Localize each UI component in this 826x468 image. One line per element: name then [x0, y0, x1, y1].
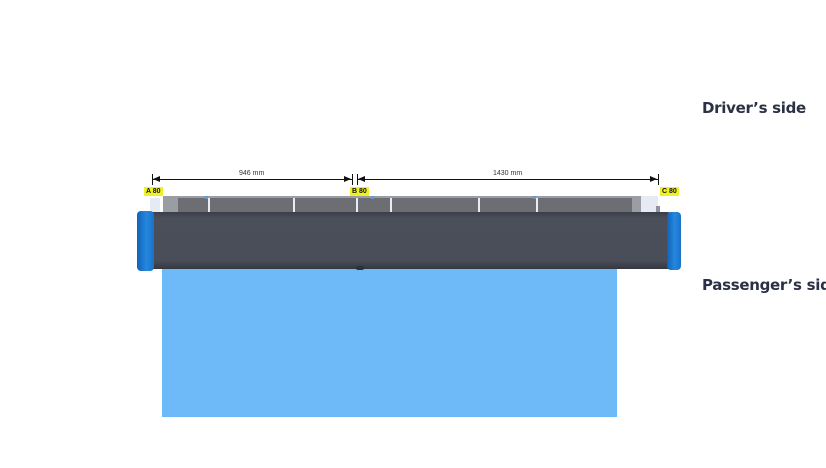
- awning-cassette: [150, 212, 670, 269]
- arrow-left-icon: [358, 176, 365, 182]
- arrow-left-icon: [153, 176, 160, 182]
- dimension-line: [152, 179, 352, 180]
- bracket-badge-a: A 80: [144, 187, 163, 196]
- dimension-line: [357, 179, 658, 180]
- bracket-badge-c: C 80: [660, 187, 679, 196]
- roof-rail-separator: [478, 198, 480, 212]
- bracket-mount-a: [150, 198, 160, 214]
- dimension-tick: [658, 174, 659, 185]
- cassette-center-clip: [356, 266, 364, 270]
- passengers-side-label: Passenger’s side: [702, 276, 826, 294]
- end-cap-right: [667, 212, 681, 270]
- end-cap-left: [137, 211, 154, 271]
- dimension-tick: [352, 174, 353, 185]
- bracket-badge-b: B 80: [350, 187, 369, 196]
- bracket-mount-c: [640, 196, 658, 214]
- roof-rail-separator: [356, 198, 358, 212]
- roof-rail-separator: [293, 198, 295, 212]
- bracket-mount-c-edge: [656, 206, 660, 214]
- arrow-right-icon: [650, 176, 657, 182]
- roof-rail-separator: [390, 198, 392, 212]
- drivers-side-label: Driver’s side: [702, 99, 806, 117]
- roof-rail-marker: [371, 196, 374, 199]
- dimension-label: 946 mm: [239, 170, 265, 177]
- dimension-label: 1430 mm: [493, 170, 523, 177]
- roof-rail-panel: [178, 198, 632, 212]
- roof-rail-separator: [536, 198, 538, 212]
- roof-rail-separator: [208, 198, 210, 212]
- roof-rail-marker: [533, 196, 536, 199]
- awning-fabric-area: [162, 266, 617, 417]
- roof-rail-marker: [205, 196, 208, 199]
- arrow-right-icon: [344, 176, 351, 182]
